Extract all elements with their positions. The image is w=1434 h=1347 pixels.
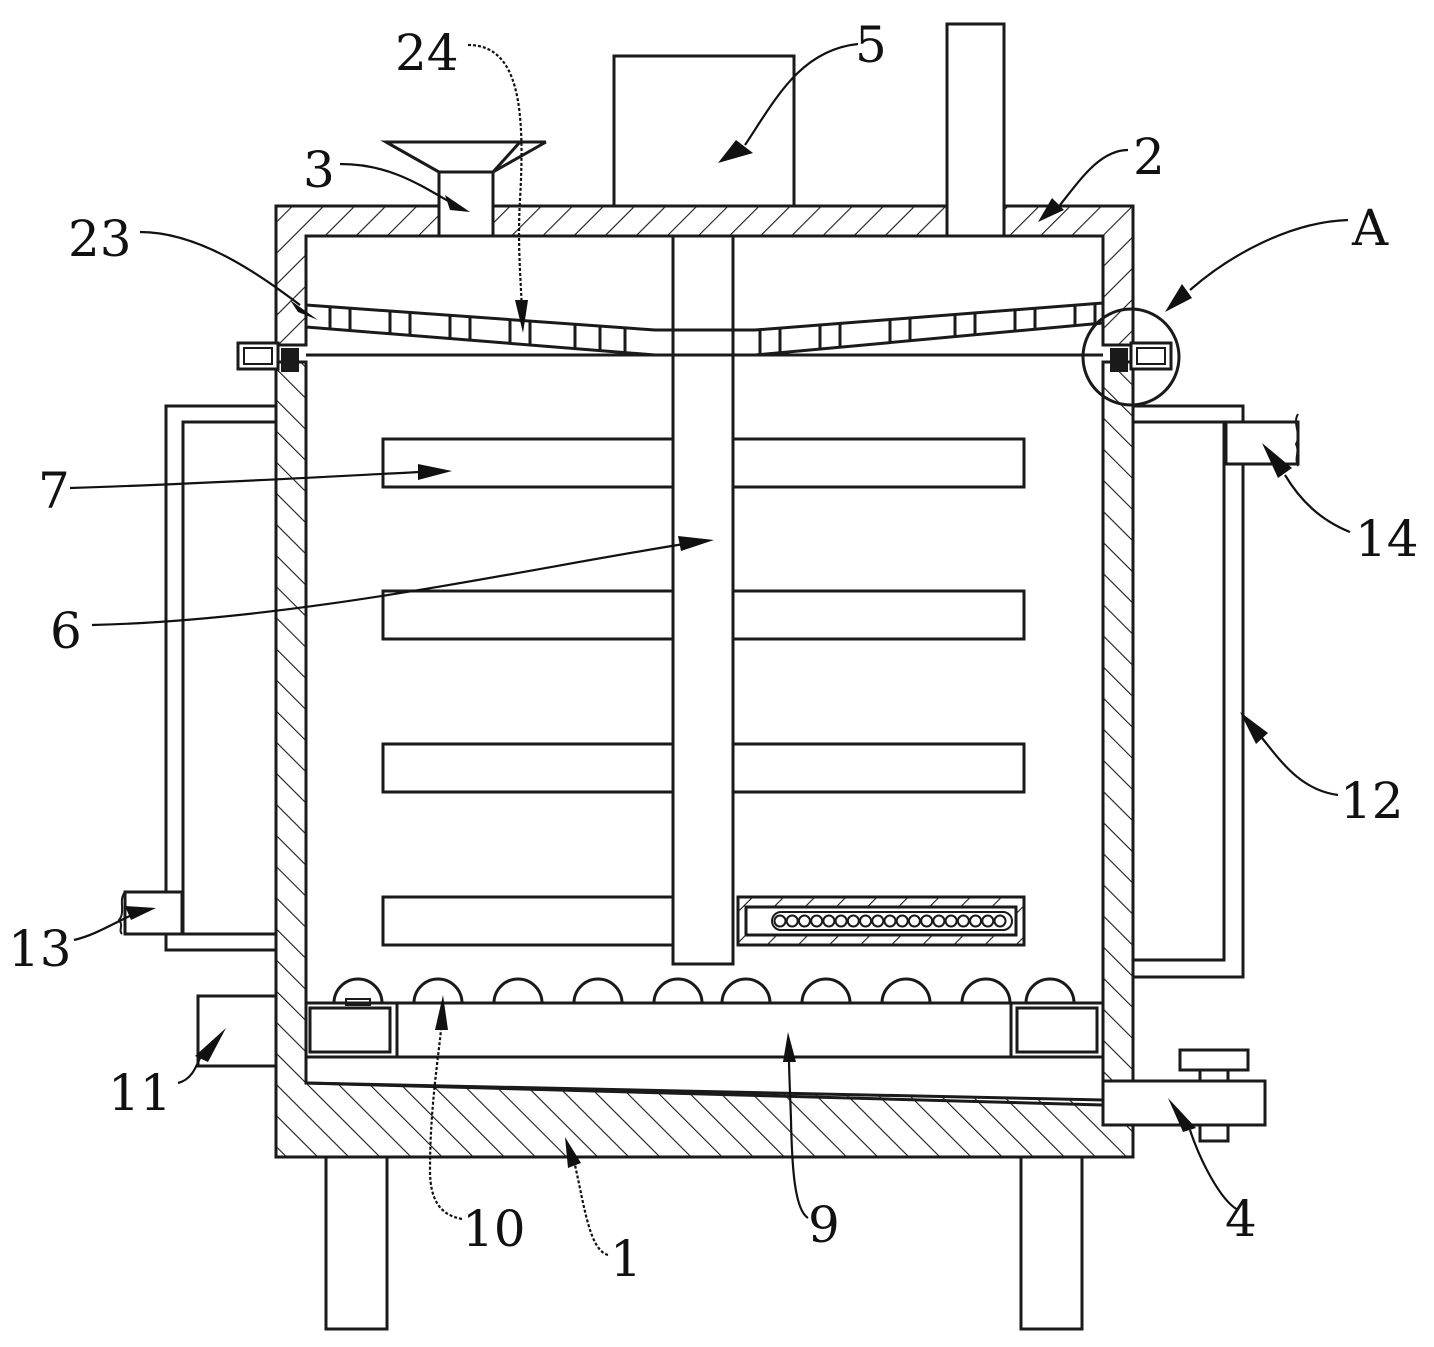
stirring-blade-left <box>381 895 675 947</box>
label-6: 6 <box>50 602 82 660</box>
coil-turn <box>773 914 787 928</box>
coil-turn <box>907 914 921 928</box>
label-5: 5 <box>855 16 887 74</box>
heating-bump <box>652 977 704 1004</box>
coil-turn <box>883 914 897 928</box>
heating-bumps <box>332 977 1076 1006</box>
coil-turn <box>993 914 1007 928</box>
stirring-blade-left <box>381 589 675 641</box>
tank-body <box>274 360 1267 1159</box>
heating-bump <box>572 977 624 1004</box>
coil-turn <box>810 914 824 928</box>
left-circulation-pipe <box>117 404 278 1068</box>
leg-right <box>1019 1155 1084 1331</box>
coil-turn <box>797 914 811 928</box>
label-9: 9 <box>808 1196 840 1254</box>
stirring-blade-right <box>731 437 1026 489</box>
label-2: 2 <box>1133 128 1165 186</box>
heating-bump <box>720 977 772 1004</box>
coil-turn <box>932 914 946 928</box>
drain-port-11 <box>196 994 278 1068</box>
feed-hopper <box>380 140 547 238</box>
stirring-shaft <box>671 234 735 966</box>
label-24: 24 <box>395 24 459 82</box>
coil-turn <box>871 914 885 928</box>
heating-bump <box>412 977 464 1004</box>
lid <box>274 204 1135 347</box>
coil-turn <box>822 914 836 928</box>
coil-turn <box>834 914 848 928</box>
coil-turn <box>895 914 909 928</box>
leaders <box>69 42 1351 1257</box>
reference-labels: 24 5 3 2 A 23 7 6 14 12 13 11 10 9 1 4 <box>8 16 1419 1288</box>
label-23: 23 <box>68 210 132 268</box>
label-14: 14 <box>1355 510 1419 568</box>
stirring-blades <box>381 437 1026 947</box>
label-10: 10 <box>462 1200 526 1258</box>
clamp-left <box>236 341 299 372</box>
filter-holes <box>328 303 1097 355</box>
label-3: 3 <box>303 141 335 199</box>
label-4: 4 <box>1225 1190 1257 1248</box>
clamp-right <box>1110 341 1173 372</box>
heating-bump <box>880 977 932 1004</box>
heating-bump <box>332 977 384 1004</box>
coil-turn <box>785 914 799 928</box>
right-circulation-pipe <box>1133 404 1300 979</box>
stirring-blade-left <box>381 437 675 489</box>
leg-left <box>324 1155 389 1331</box>
discharge-valve <box>1178 1048 1250 1143</box>
heating-bump <box>492 977 544 1004</box>
heating-bump <box>1024 977 1076 1004</box>
heater-block-right <box>1015 1006 1099 1054</box>
coil-turn <box>846 914 860 928</box>
heating-bump <box>800 977 852 1004</box>
motor <box>612 54 796 208</box>
coil-turn <box>981 914 995 928</box>
heating-bump <box>960 977 1012 1004</box>
stirring-blade-right <box>731 742 1026 794</box>
coil-turn <box>859 914 873 928</box>
label-A: A <box>1351 199 1389 257</box>
heater-block-left <box>308 1006 392 1054</box>
stirring-blade-left <box>381 742 675 794</box>
sloped-bottom-line <box>305 1081 1104 1107</box>
stirring-blade-right <box>731 589 1026 641</box>
coil-turn <box>944 914 958 928</box>
blade-heater <box>736 895 1026 947</box>
coil-turn <box>920 914 934 928</box>
coil-turn <box>969 914 983 928</box>
label-11: 11 <box>108 1064 172 1122</box>
coil-turn <box>956 914 970 928</box>
label-12: 12 <box>1340 772 1404 830</box>
heating-plate <box>304 977 1105 1059</box>
label-7: 7 <box>38 462 70 520</box>
label-13: 13 <box>8 920 72 978</box>
heater-coil <box>771 911 1013 931</box>
detail-circle-A <box>1081 307 1181 407</box>
label-1: 1 <box>610 1230 642 1288</box>
exhaust-pipe <box>945 22 1006 238</box>
